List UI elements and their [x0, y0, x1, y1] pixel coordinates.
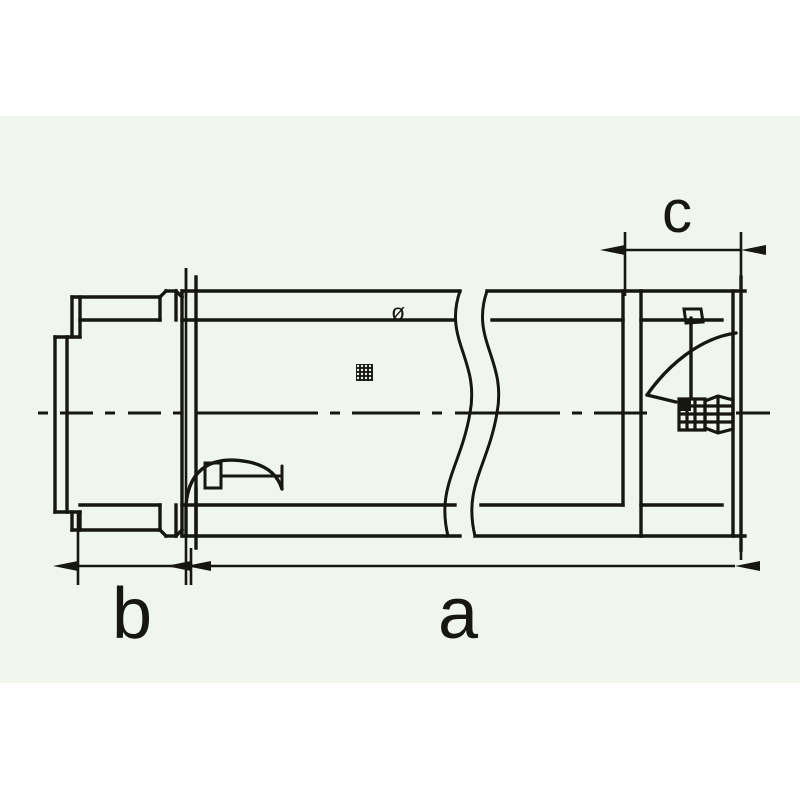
extension-lines — [76, 232, 743, 585]
diameter-symbol: ø — [391, 299, 405, 325]
dimension-label-c: c — [662, 178, 692, 245]
left-boss-saddle-curve — [184, 458, 284, 507]
left-boss-square-head — [203, 461, 223, 490]
right-bolt-head-cap — [682, 307, 705, 325]
dimension-label-b: b — [112, 574, 153, 654]
dimension-lines — [53, 245, 766, 571]
section-hatch-marker — [356, 364, 373, 381]
left-screw-boss-detail — [184, 458, 284, 538]
right-bolt-saddle-curve — [645, 331, 738, 397]
right-bolt-head-solid — [679, 399, 691, 411]
dimension-label-a: a — [438, 574, 479, 654]
pipe-body-outline — [53, 275, 747, 552]
right-bolt-detail — [645, 307, 738, 435]
right-bolt-saddle-foot — [645, 393, 678, 404]
